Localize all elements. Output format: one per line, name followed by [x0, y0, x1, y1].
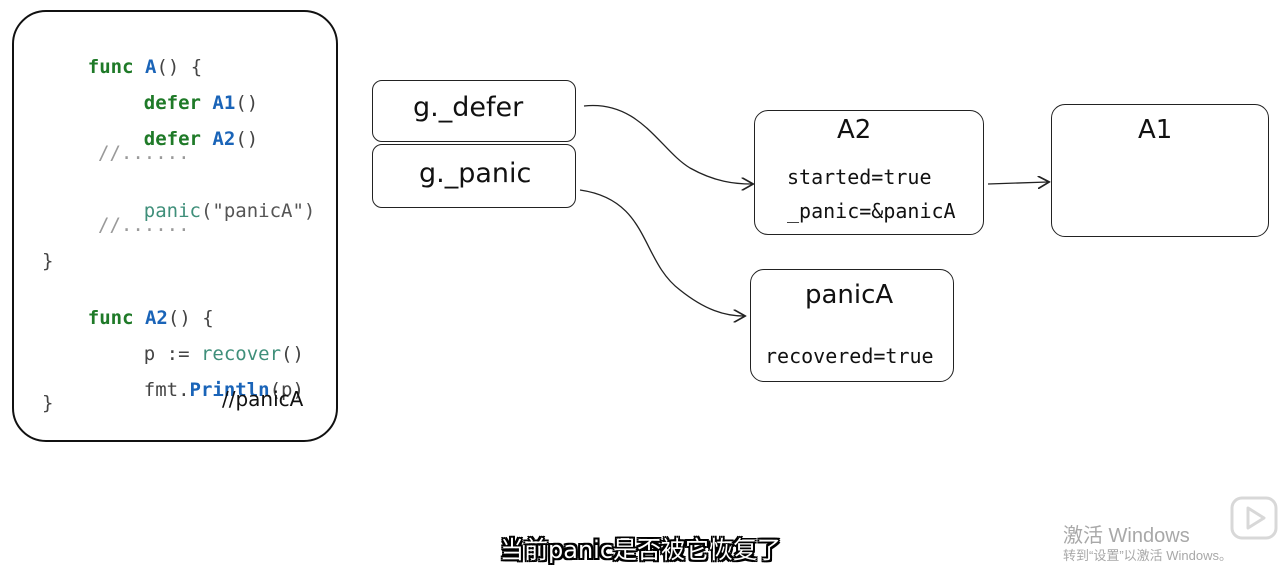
code-line-func-a2: func A2() { [42, 285, 214, 351]
code-line-recover: p := recover() [98, 321, 304, 387]
code-punct: () { [156, 56, 203, 78]
g-defer-box: g._defer [372, 80, 576, 142]
code-punct: () [281, 343, 304, 365]
defer-a2-started: started=true [787, 165, 932, 189]
code-panel: func A() { defer A1() defer A2() //.....… [12, 10, 338, 442]
code-line-println: fmt.Println(p) [98, 357, 304, 423]
function-name-println: Println [189, 379, 270, 401]
code-assign: p := [143, 343, 201, 365]
arrow-defer-to-a2 [583, 104, 752, 184]
code-close-brace: } [42, 392, 54, 414]
function-name-a2: A2 [144, 307, 168, 329]
code-line-panic: panic("panicA") [98, 178, 316, 244]
builtin-panic: panic [143, 200, 201, 222]
arrow-a2-to-a1 [987, 182, 1048, 184]
panic-a-title: panicA [805, 280, 894, 310]
panic-a-box: panicA recovered=true [750, 269, 954, 382]
handwritten-comment: //panicA [222, 387, 304, 411]
code-punct: (p) [269, 379, 304, 401]
windows-activation-hint: 转到“设置”以激活 Windows。 [1063, 548, 1233, 563]
defer-a1-box: A1 [1051, 104, 1269, 237]
code-punct: () [235, 92, 259, 114]
video-subtitle: 当前panic是否被它恢复了 [500, 536, 782, 564]
keyword-func: func [87, 307, 134, 329]
code-line-defer-a1: defer A1() [98, 70, 258, 136]
code-comment: //...... [98, 214, 190, 236]
play-icon [1230, 496, 1278, 540]
windows-activation-title: 激活 Windows [1063, 525, 1190, 547]
g-panic-label: g._panic [419, 158, 532, 189]
defer-a1-title: A1 [1138, 115, 1173, 145]
defer-a2-panic-ptr: _panic=&panicA [787, 199, 956, 223]
defer-a2-box: A2 started=true _panic=&panicA [754, 110, 984, 235]
code-line-defer-a2: defer A2() [98, 106, 258, 172]
arrow-panic-to-panica [579, 189, 744, 316]
defer-a2-title: A2 [837, 115, 872, 145]
keyword-defer: defer [143, 92, 201, 114]
g-panic-box: g._panic [372, 144, 576, 208]
panic-args: ("panicA") [200, 200, 316, 222]
keyword-func: func [87, 56, 134, 78]
code-line-func-a: func A() { [42, 34, 202, 100]
code-punct: () { [167, 307, 214, 329]
function-name-a2: A2 [212, 128, 236, 150]
panic-a-recovered: recovered=true [765, 344, 934, 368]
code-close-brace: } [42, 250, 54, 272]
function-name-a1: A1 [212, 92, 236, 114]
keyword-defer: defer [143, 128, 201, 150]
builtin-recover: recover [200, 343, 282, 365]
g-defer-label: g._defer [413, 92, 524, 123]
code-punct: () [235, 128, 259, 150]
function-name-a: A [144, 56, 157, 78]
code-fmt: fmt. [143, 379, 190, 401]
code-comment: //...... [98, 142, 190, 164]
